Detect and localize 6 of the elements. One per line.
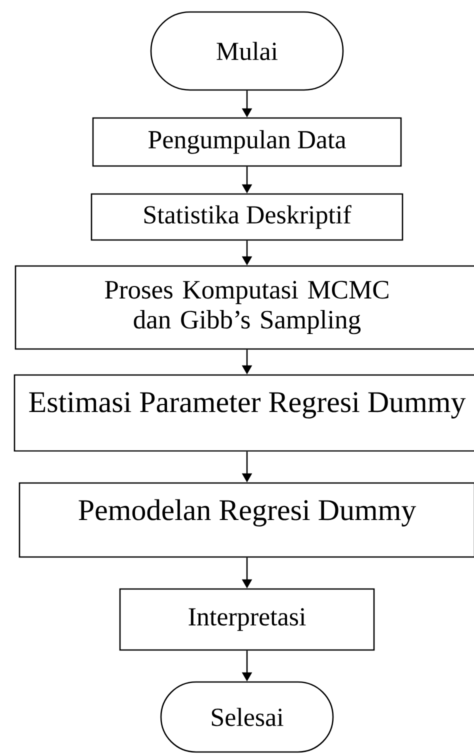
process-box: Interpretasi [119,588,375,651]
process-box: Pemodelan Regresi Dummy [18,482,474,558]
process-box: Pengumpulan Data [92,117,402,167]
process-box: Estimasi Parameter Regresi Dummy [14,374,474,452]
process-box: Statistika Deskriptif [90,193,404,241]
process-box: Proses Komputasi MCMC dan Gibb’s Sampling [14,265,474,350]
